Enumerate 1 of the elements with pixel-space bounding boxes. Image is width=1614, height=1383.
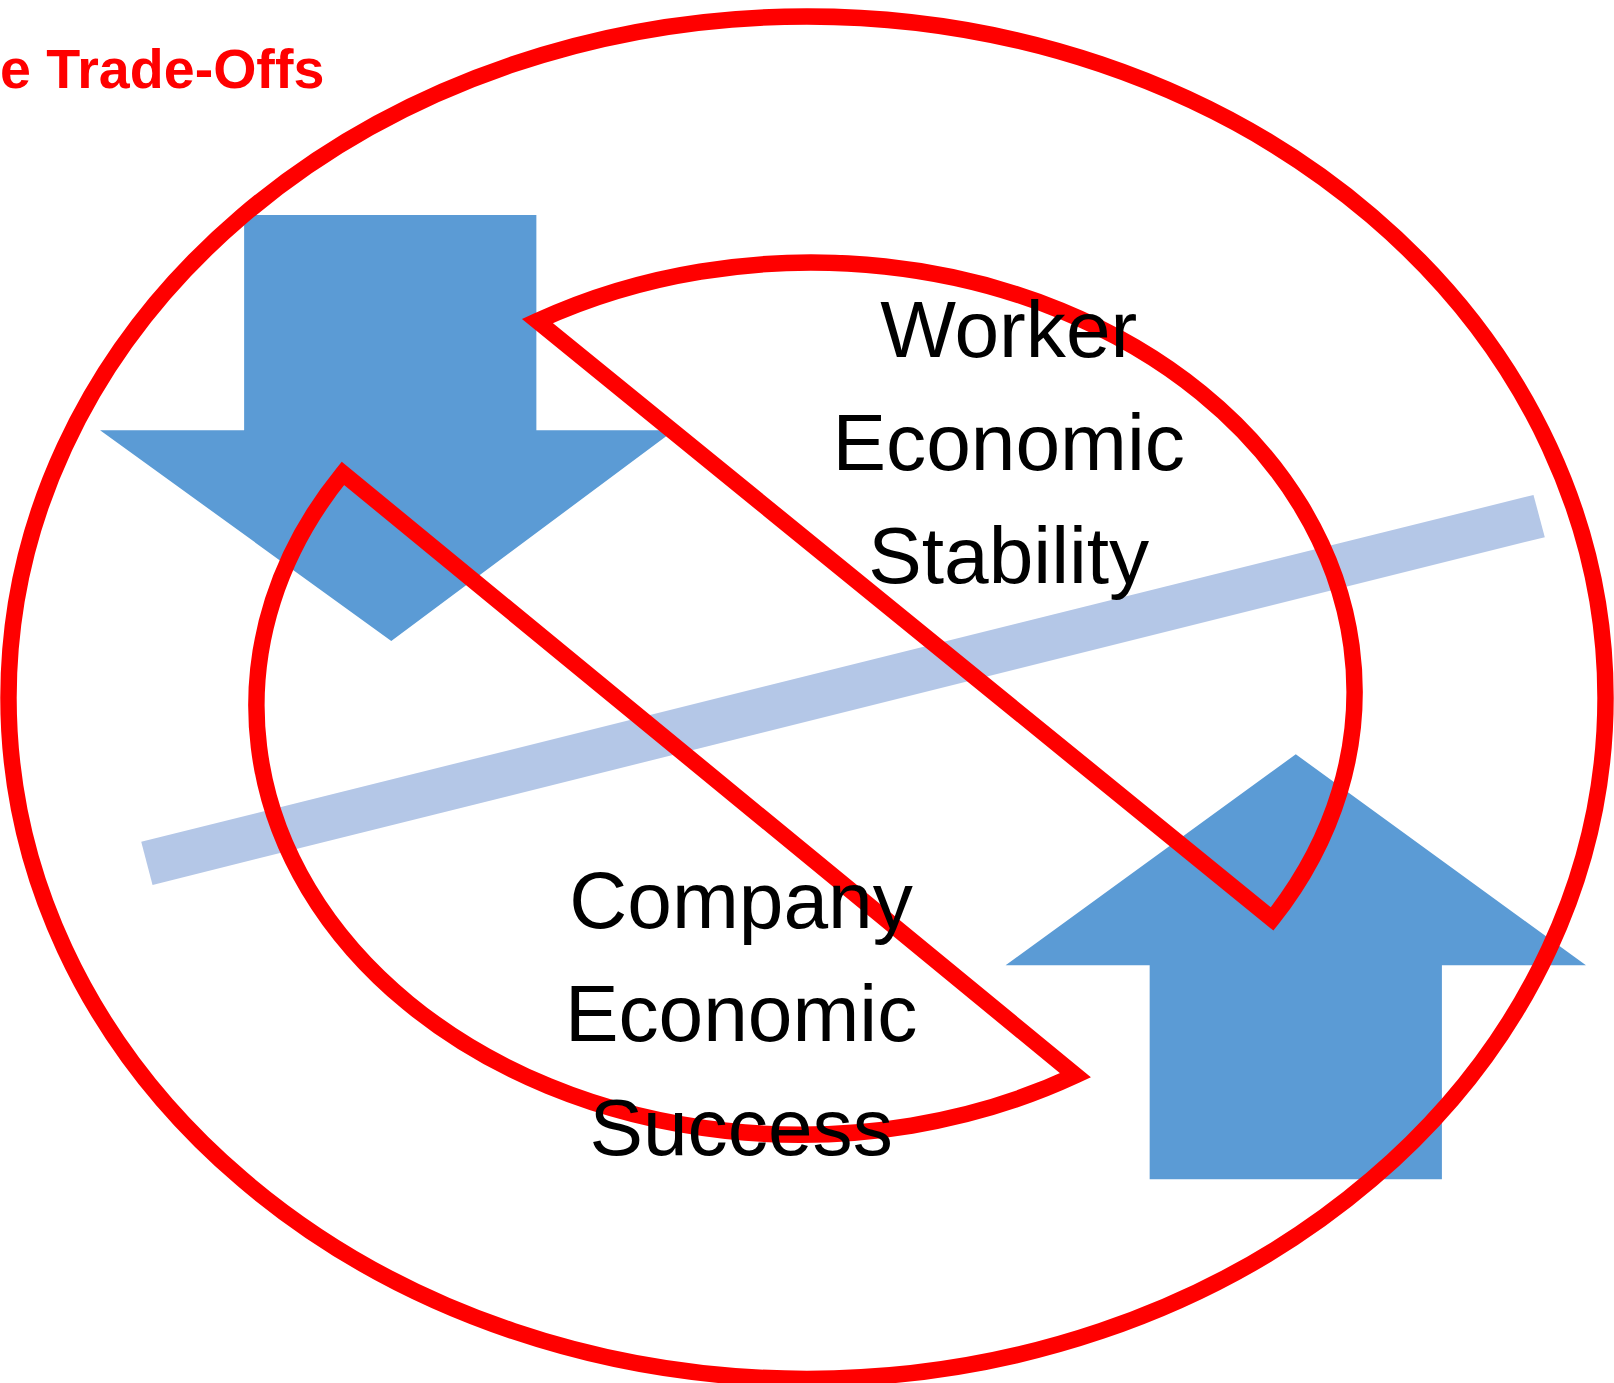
title-text: e Trade-Offs xyxy=(0,36,326,102)
